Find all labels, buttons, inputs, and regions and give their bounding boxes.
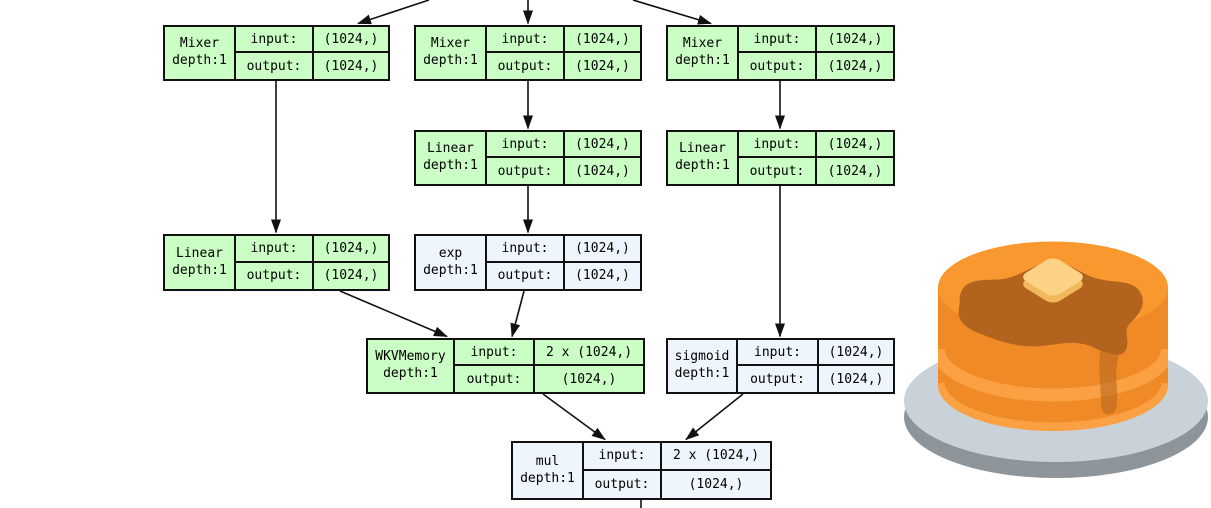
io-value-cell: (1024,) xyxy=(323,58,379,74)
io-label-cell: input: xyxy=(487,27,565,53)
io-label-cell: input: xyxy=(739,27,817,53)
node-name: Mixer xyxy=(179,36,220,52)
node-title: Linear depth:1 xyxy=(668,132,739,184)
node-name: WKVMemory xyxy=(375,349,446,365)
io-value-cell: (1024,) xyxy=(817,132,893,158)
node-wkvmemory: WKVMemory depth:1 input: 2 x (1024,) out… xyxy=(366,338,645,394)
node-title: Mixer depth:1 xyxy=(668,27,739,79)
pancake-stripes xyxy=(938,348,1168,431)
node-name: Mixer xyxy=(682,36,723,52)
io-value-cell: (1024,) xyxy=(827,58,883,74)
node-name: Linear xyxy=(176,245,223,261)
node-mul: mul depth:1 input: 2 x (1024,) output: (… xyxy=(511,441,772,500)
io-label-cell: input: xyxy=(584,443,662,471)
node-depth: depth:1 xyxy=(520,470,575,486)
io-value-cell: (1024,) xyxy=(314,27,388,53)
io-value-cell: (1024,) xyxy=(565,27,640,53)
io-label-cell: input: xyxy=(236,27,314,53)
io-value-cell: (1024,) xyxy=(828,371,884,387)
node-sigmoid: sigmoid depth:1 input: (1024,) output: (… xyxy=(666,338,895,394)
node-title: mul depth:1 xyxy=(513,443,584,498)
node-mixer-center: Mixer depth:1 input: (1024,) output: (10… xyxy=(414,25,642,81)
io-value-cell: (1024,) xyxy=(575,163,630,179)
node-depth: depth:1 xyxy=(675,53,730,68)
node-depth: depth:1 xyxy=(423,158,478,173)
node-linear-left: Linear depth:1 input: (1024,) output: (1… xyxy=(163,234,390,291)
io-value-cell: (1024,) xyxy=(575,268,630,284)
io-label-cell: output: xyxy=(487,158,565,184)
io-value-cell: (1024,) xyxy=(819,340,893,366)
node-depth: depth:1 xyxy=(172,262,227,278)
io-label-cell: input: xyxy=(739,132,817,158)
syrup-drip xyxy=(1099,328,1120,415)
syrup-puddle xyxy=(958,262,1143,355)
node-title: sigmoid depth:1 xyxy=(668,340,738,392)
node-depth: depth:1 xyxy=(674,366,730,381)
io-label-cell: input: xyxy=(487,236,565,263)
node-depth: depth:1 xyxy=(383,366,438,381)
io-value-cell: (1024,) xyxy=(565,132,640,158)
node-title: Mixer depth:1 xyxy=(416,27,487,79)
io-value-cell: 2 x (1024,) xyxy=(662,443,770,471)
node-name: sigmoid xyxy=(674,349,730,365)
butter-top xyxy=(1023,258,1083,296)
edge-linear-left-to-wkvmemory xyxy=(339,290,448,338)
io-label-cell: output: xyxy=(739,158,817,184)
io-value-cell: (1024,) xyxy=(314,236,388,263)
node-linear-right: Linear depth:1 input: (1024,) output: (1… xyxy=(666,130,895,186)
io-label-cell: output: xyxy=(738,366,819,392)
edge-above-to-mixer-left xyxy=(357,0,430,25)
io-value-cell: (1024,) xyxy=(575,58,630,74)
edge-wkvmemory-to-mul xyxy=(542,393,606,441)
io-label-cell: output: xyxy=(487,53,565,79)
io-label-cell: input: xyxy=(236,236,314,263)
io-label-cell: output: xyxy=(236,262,314,289)
node-linear-center: Linear depth:1 input: (1024,) output: (1… xyxy=(414,130,642,186)
node-name: Linear xyxy=(427,141,474,157)
io-value-cell: 2 x (1024,) xyxy=(535,340,643,366)
node-title: WKVMemory depth:1 xyxy=(368,340,455,392)
node-name: Mixer xyxy=(430,36,471,52)
node-title: exp depth:1 xyxy=(416,236,487,289)
node-mixer-right: Mixer depth:1 input: (1024,) output: (10… xyxy=(666,25,895,81)
io-value-cell: (1024,) xyxy=(817,27,893,53)
node-depth: depth:1 xyxy=(675,158,730,173)
node-title: Linear depth:1 xyxy=(165,236,236,289)
node-depth: depth:1 xyxy=(423,53,478,68)
edge-above-to-mixer-right xyxy=(632,0,712,25)
io-value-cell: (1024,) xyxy=(561,371,617,387)
node-title: Linear depth:1 xyxy=(416,132,487,184)
node-title: Mixer depth:1 xyxy=(165,27,236,79)
edge-sigmoid-to-mul xyxy=(685,393,744,441)
io-value-cell: (1024,) xyxy=(323,268,379,284)
io-label-cell: output: xyxy=(739,53,817,79)
node-depth: depth:1 xyxy=(172,53,227,68)
pancakes-illustration xyxy=(904,241,1208,478)
io-label-cell: output: xyxy=(487,262,565,289)
edge-exp-to-wkvmemory xyxy=(510,290,525,338)
node-exp: exp depth:1 input: (1024,) output: (1024… xyxy=(414,234,642,291)
io-value-cell: (1024,) xyxy=(827,163,883,179)
node-name: mul xyxy=(535,453,560,469)
io-label-cell: output: xyxy=(455,366,535,392)
io-label-cell: output: xyxy=(236,53,314,79)
io-value-cell: (1024,) xyxy=(565,236,640,263)
io-label-cell: output: xyxy=(584,470,662,498)
io-label-cell: input: xyxy=(487,132,565,158)
node-name: Linear xyxy=(679,141,726,157)
io-label-cell: input: xyxy=(738,340,819,366)
io-value-cell: (1024,) xyxy=(688,476,744,492)
node-depth: depth:1 xyxy=(423,262,478,278)
io-label-cell: input: xyxy=(455,340,535,366)
node-mixer-left: Mixer depth:1 input: (1024,) output: (10… xyxy=(163,25,390,81)
node-name: exp xyxy=(438,245,463,261)
